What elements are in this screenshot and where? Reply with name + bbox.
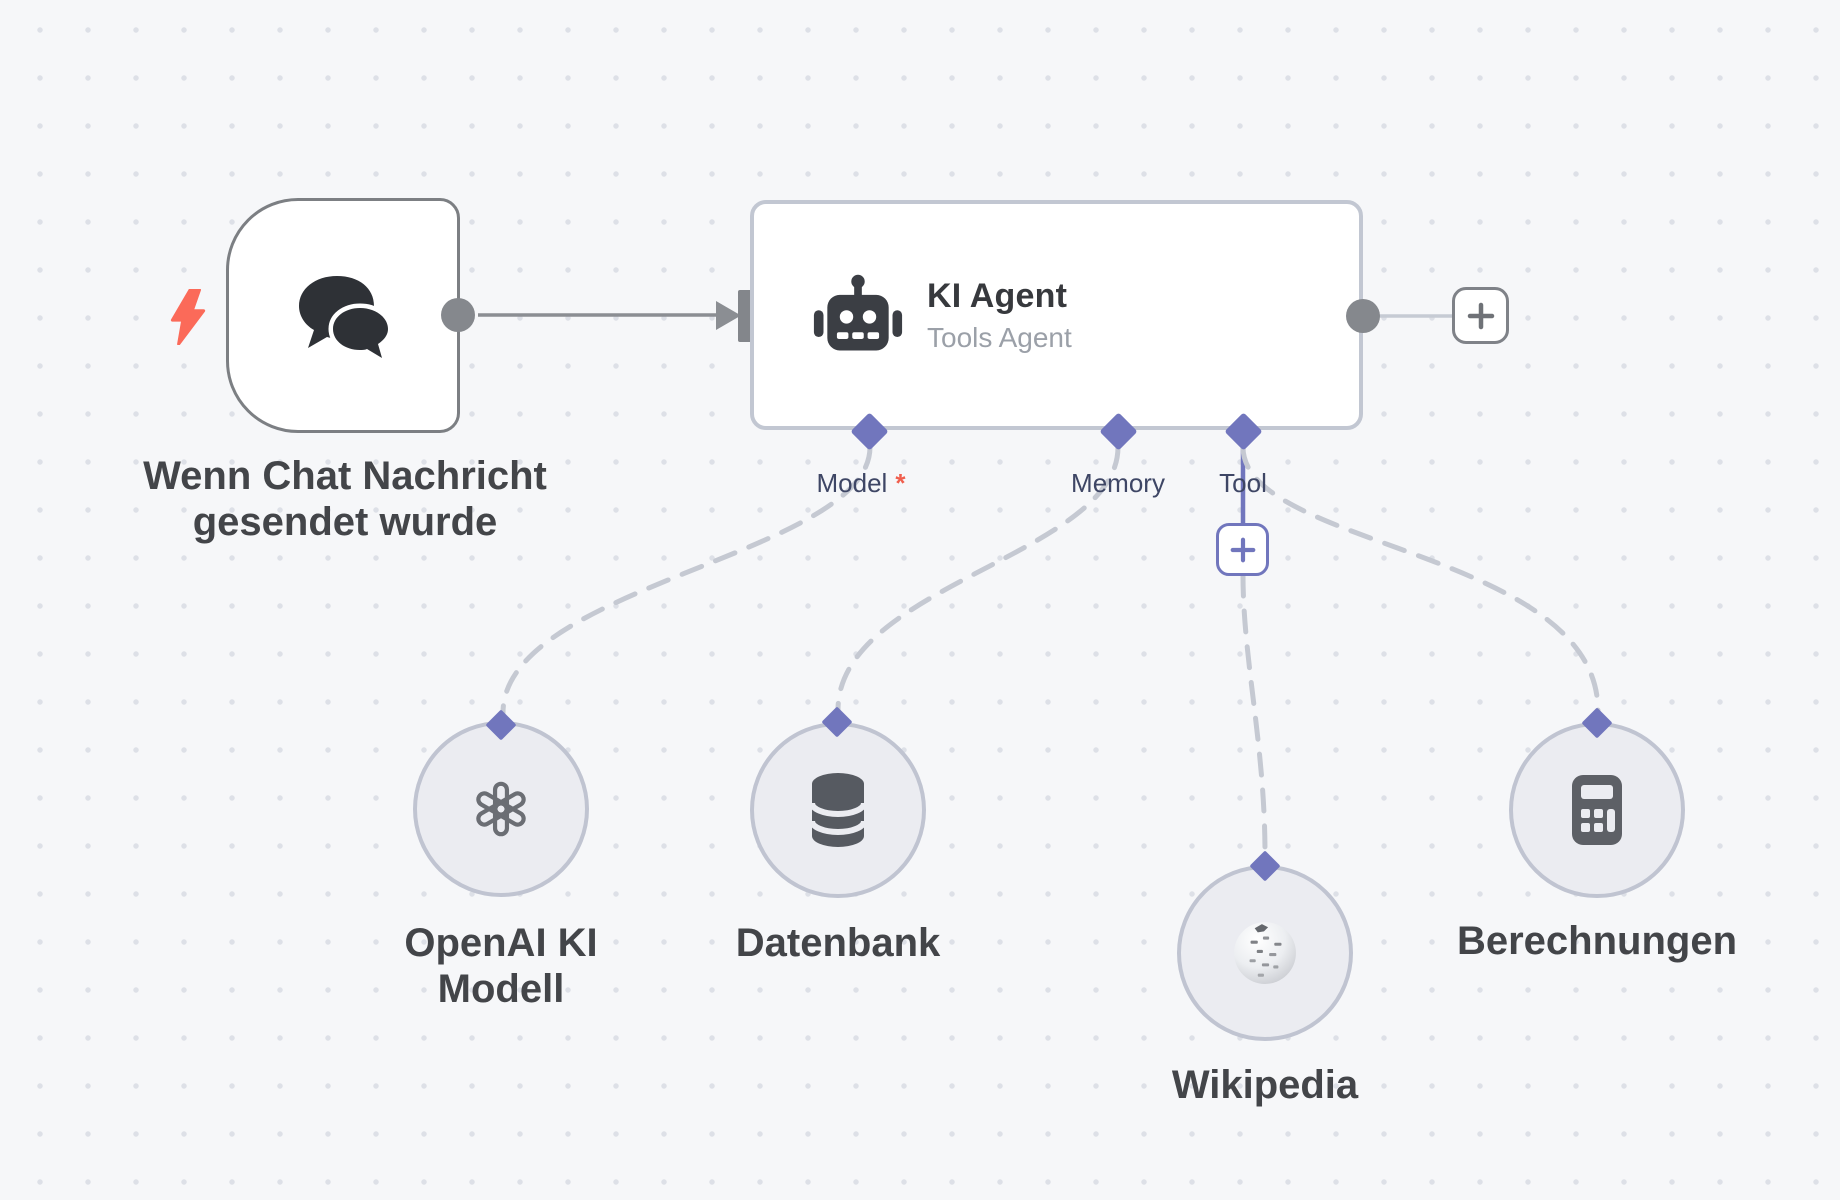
berechnungen-label-line1: Berechnungen (1456, 919, 1738, 963)
openai-label-line1: OpenAI KI (404, 921, 598, 965)
add-tool-button[interactable] (1216, 523, 1269, 576)
calculator-icon (1572, 775, 1622, 845)
trigger-label-line2: gesendet wurde (192, 500, 498, 544)
model-port-text: Model (816, 468, 888, 498)
connection-arrowhead (716, 301, 741, 330)
wikipedia-globe-icon (1234, 922, 1296, 984)
plus-icon (1467, 302, 1494, 329)
connection-model-to-openai (500, 444, 873, 716)
datenbank-node[interactable] (750, 722, 926, 898)
ki-agent-node[interactable]: KI Agent Tools Agent (750, 200, 1363, 430)
datenbank-label-line1: Datenbank (735, 921, 941, 965)
openai-node-label: OpenAI KI Modell (404, 920, 597, 1012)
wikipedia-label-line1: Wikipedia (1171, 1063, 1359, 1107)
required-marker: * (895, 468, 906, 498)
memory-port-label: Memory (1071, 468, 1165, 499)
berechnungen-node[interactable] (1509, 722, 1685, 898)
openai-model-node[interactable] (413, 721, 589, 897)
robot-icon (813, 274, 903, 351)
berechnungen-node-label: Berechnungen (1457, 918, 1737, 964)
wikipedia-node[interactable] (1177, 865, 1353, 1041)
connection-memory-to-datenbank (835, 444, 1121, 713)
datenbank-node-label: Datenbank (736, 920, 941, 966)
tool-port-text: Tool (1219, 468, 1267, 498)
chat-trigger-node[interactable] (226, 198, 460, 433)
database-icon (809, 773, 867, 847)
agent-output-connector[interactable] (1346, 299, 1380, 333)
plus-icon (1230, 537, 1255, 562)
connection-tool-to-berechnungen (1240, 444, 1601, 714)
trigger-label-line1: Wenn Chat Nachricht (143, 454, 547, 498)
openai-label-line2: Modell (437, 967, 565, 1011)
model-port-label: Model* (817, 468, 906, 499)
trigger-node-label: Wenn Chat Nachricht gesendet wurde (143, 453, 547, 545)
add-node-button[interactable] (1452, 287, 1509, 344)
trigger-output-connector[interactable] (441, 298, 475, 332)
memory-port-text: Memory (1071, 468, 1165, 498)
lightning-bolt-icon (170, 288, 206, 350)
wikipedia-node-label: Wikipedia (1172, 1062, 1358, 1108)
agent-title: KI Agent (927, 276, 1068, 315)
connection-tool-to-wikipedia (1240, 572, 1268, 857)
tool-port-label: Tool (1219, 468, 1267, 499)
chat-bubbles-icon (299, 275, 393, 358)
agent-subtitle: Tools Agent (927, 321, 1072, 353)
openai-logo-icon (476, 781, 526, 837)
